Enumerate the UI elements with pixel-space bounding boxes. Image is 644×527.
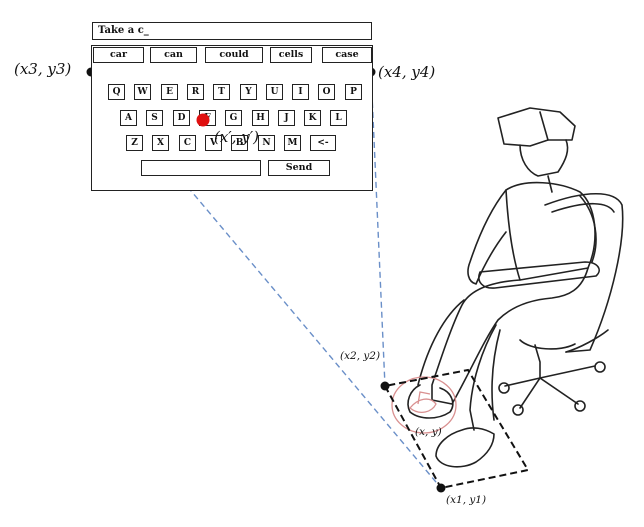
label-corner-top-right: (x4, y4) <box>378 63 436 81</box>
key-k[interactable]: K <box>304 110 321 126</box>
key-o[interactable]: O <box>318 84 335 100</box>
key-s[interactable]: S <box>146 110 163 126</box>
key-d[interactable]: D <box>173 110 190 126</box>
key-n[interactable]: N <box>258 135 275 151</box>
suggestion-button[interactable]: case <box>322 47 372 63</box>
key-f[interactable]: F <box>199 110 216 126</box>
office-chair <box>478 192 624 416</box>
key-e[interactable]: E <box>161 84 178 100</box>
key-backspace[interactable]: <- <box>310 135 336 151</box>
space-bar-key[interactable] <box>141 160 261 176</box>
label-foot-point: (x, y) <box>415 426 442 438</box>
label-gaze-point: (x′, y′) <box>214 128 259 146</box>
label-corner-top-left: (x3, y3) <box>14 60 72 78</box>
key-i[interactable]: I <box>292 84 309 100</box>
key-u[interactable]: U <box>266 84 283 100</box>
key-j[interactable]: J <box>278 110 295 126</box>
seated-person-with-vr-headset <box>407 107 597 468</box>
corner-point-foot-top <box>380 381 390 391</box>
projection-line-right <box>370 71 386 387</box>
text-input-field[interactable]: Take a c_ <box>92 22 372 40</box>
suggestion-button[interactable]: could <box>205 47 263 63</box>
label-foot-corner-top: (x2, y2) <box>340 350 381 362</box>
key-y[interactable]: Y <box>240 84 257 100</box>
suggestion-button[interactable]: car <box>93 47 144 63</box>
key-w[interactable]: W <box>134 84 151 100</box>
key-b[interactable]: B <box>231 135 248 151</box>
key-x[interactable]: X <box>152 135 169 151</box>
key-a[interactable]: A <box>120 110 137 126</box>
label-foot-corner-bottom: (x1, y1) <box>446 494 487 506</box>
floor-quad <box>383 368 530 490</box>
foot-outline <box>409 391 437 414</box>
send-key[interactable]: Send <box>268 160 330 176</box>
vr-headset <box>497 107 576 147</box>
key-t[interactable]: T <box>213 84 230 100</box>
key-l[interactable]: L <box>330 110 347 126</box>
key-p[interactable]: P <box>345 84 362 100</box>
key-r[interactable]: R <box>187 84 204 100</box>
suggestion-button[interactable]: cells <box>270 47 312 63</box>
key-v[interactable]: V <box>205 135 222 151</box>
key-g[interactable]: G <box>225 110 242 126</box>
suggestion-button[interactable]: can <box>150 47 197 63</box>
key-q[interactable]: Q <box>108 84 125 100</box>
key-m[interactable]: M <box>284 135 301 151</box>
corner-point-foot-bottom <box>436 483 446 493</box>
key-z[interactable]: Z <box>126 135 143 151</box>
key-h[interactable]: H <box>252 110 269 126</box>
key-c[interactable]: C <box>179 135 196 151</box>
foot-detection-circle <box>391 376 457 434</box>
